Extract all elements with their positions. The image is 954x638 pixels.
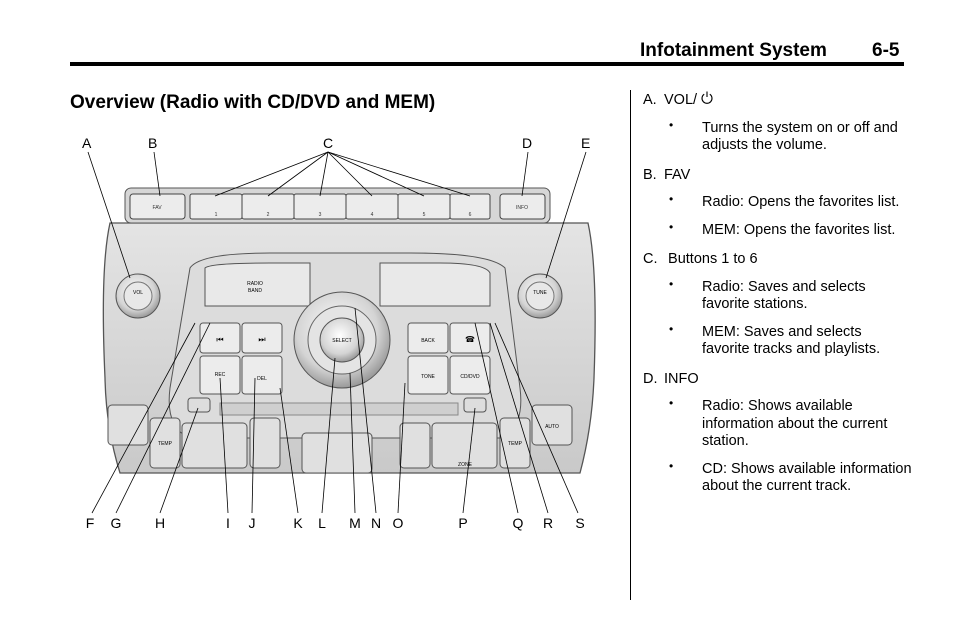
zone-label: ZONE: [458, 462, 473, 468]
radio-band-label-1: RADIO: [247, 281, 263, 287]
select-label: SELECT: [332, 338, 351, 344]
callout-d: D: [522, 135, 532, 151]
back-label: BACK: [421, 338, 435, 344]
radio-faceplate-figure: A B C D E FAV 1 2 3 4 5 6 INFO VOL TUNE …: [82, 135, 596, 531]
item-title: INFO: [664, 370, 699, 387]
del-label: DEL: [257, 376, 267, 382]
callout-a: A: [82, 135, 92, 151]
section-title: Overview (Radio with CD/DVD and MEM): [70, 92, 436, 113]
item-title: Buttons 1 to 6: [664, 251, 758, 267]
callout-p: P: [458, 515, 467, 531]
preset-5-label: 5: [423, 212, 426, 218]
running-header-title: Infotainment System: [640, 40, 827, 61]
preset-2-label: 2: [267, 212, 270, 218]
bullet-text: Radio: Shows available information about…: [643, 395, 913, 451]
callout-c: C: [323, 135, 333, 151]
item-letter: A.: [643, 92, 657, 108]
page-number: 6-5: [872, 40, 900, 61]
callout-l: L: [318, 515, 326, 531]
temp-label-left: TEMP: [158, 441, 173, 447]
callout-r: R: [543, 515, 553, 531]
info-label: INFO: [516, 205, 528, 211]
callout-o: O: [393, 515, 404, 531]
preset-1-label: 1: [215, 212, 218, 218]
callout-j: J: [249, 515, 256, 531]
item-a: A. VOL/ Turns the system on or off and a…: [643, 91, 913, 155]
item-c: C. Buttons 1 to 6 Radio: Saves and selec…: [643, 251, 913, 359]
svg-text:⏭: ⏭: [258, 335, 265, 344]
cd-dvd-label: CD/DVD: [460, 374, 480, 380]
bullet-text: Radio: Opens the favorites list.: [643, 191, 913, 212]
callout-e: E: [581, 135, 590, 151]
preset-4-label: 4: [371, 212, 374, 218]
item-letter: C.: [643, 251, 658, 267]
callout-n: N: [371, 515, 381, 531]
callout-g: G: [111, 515, 122, 531]
item-title: VOL/: [664, 92, 698, 108]
bullet-text: Turns the system on or off and adjusts t…: [643, 117, 913, 155]
column-divider: [630, 90, 631, 600]
header-rule: [70, 62, 904, 66]
preset-6-label: 6: [469, 212, 472, 218]
item-title: FAV: [664, 166, 691, 183]
tone-label: TONE: [421, 374, 435, 380]
vol-label: VOL: [133, 290, 143, 296]
callout-m: M: [349, 515, 361, 531]
temp-label-right: TEMP: [508, 441, 523, 447]
tune-label: TUNE: [533, 290, 547, 296]
callout-k: K: [293, 515, 303, 531]
description-list: A. VOL/ Turns the system on or off and a…: [643, 91, 913, 496]
bullet-text: MEM: Opens the favorites list.: [643, 219, 913, 240]
callout-b: B: [148, 135, 157, 151]
item-d: D. INFO Radio: Shows available informati…: [643, 371, 913, 496]
bullet-text: Radio: Saves and selects favorite statio…: [643, 276, 913, 314]
item-b: B. FAV Radio: Opens the favorites list. …: [643, 167, 913, 240]
auto-label: AUTO: [545, 424, 559, 430]
callout-s: S: [575, 515, 584, 531]
callout-h: H: [155, 515, 165, 531]
radio-band-label-2: BAND: [248, 288, 262, 294]
rec-label: REC: [215, 372, 226, 378]
item-letter: B.: [643, 166, 657, 183]
callout-q: Q: [513, 515, 524, 531]
item-letter: D.: [643, 370, 658, 387]
callout-i: I: [226, 515, 230, 531]
svg-text:⏮: ⏮: [216, 335, 223, 344]
fav-label: FAV: [152, 205, 162, 211]
power-icon: [701, 91, 713, 104]
bullet-text: CD: Shows available information about th…: [643, 458, 913, 496]
svg-text:☎: ☎: [465, 335, 475, 344]
bullet-text: MEM: Saves and selects favorite tracks a…: [643, 321, 913, 359]
preset-3-label: 3: [319, 212, 322, 218]
callout-f: F: [86, 515, 95, 531]
